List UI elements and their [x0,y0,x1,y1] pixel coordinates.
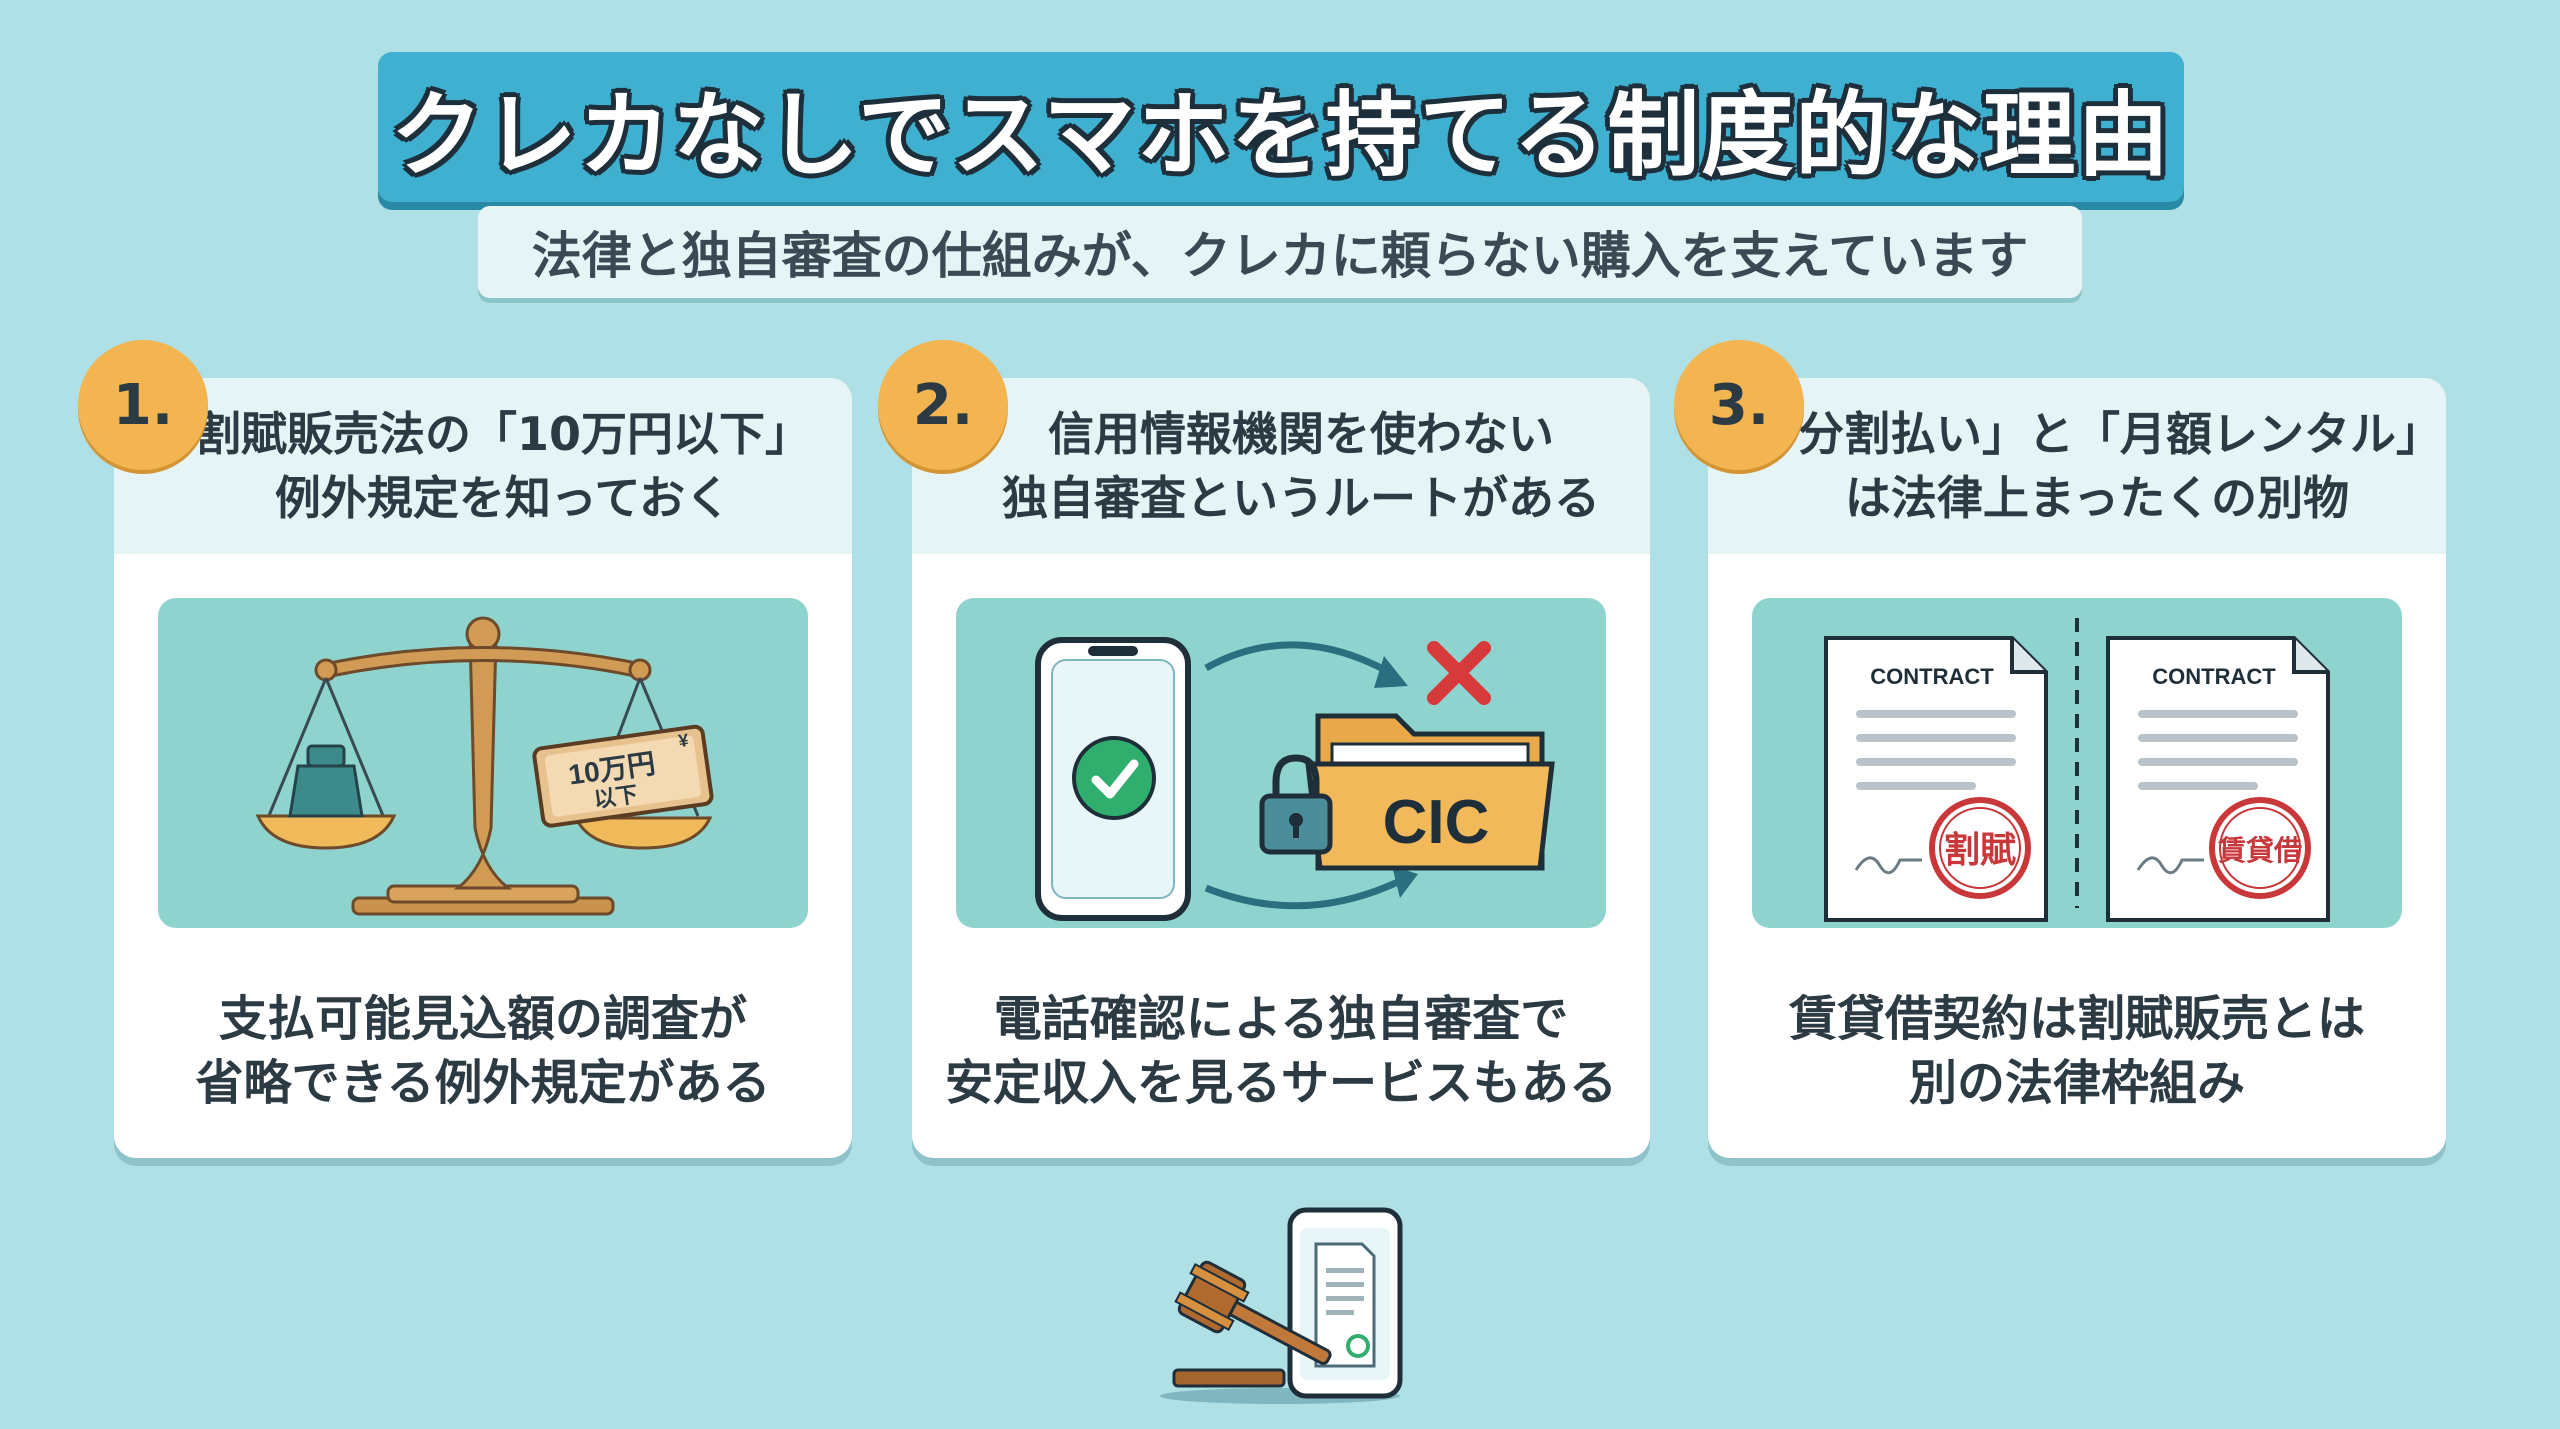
card-1-body: 支払可能見込額の調査が 省略できる例外規定がある [114,976,852,1126]
card-2-heading: 信用情報機関を使わない 独自審査というルートがある [912,378,1650,554]
right-contract-title: CONTRACT [2152,664,2276,689]
contract-documents-icon: CONTRACT 割賦 CONTRACT 賃貸借 [1752,598,2402,928]
card-1-body-line-1: 支払可能見込額の調査が [218,991,747,1047]
right-contract-stamp: 賃貸借 [2217,835,2302,866]
title-banner: クレカなしでスマホを持てる制度的な理由 [378,52,2184,202]
card-1-heading-line-2: 例外規定を知っておく [274,471,732,525]
subtitle-box: 法律と独自審査の仕組みが、クレカに頼らない購入を支えています [478,206,2082,298]
card-3-number-badge: 3. [1674,340,1804,470]
left-contract-title: CONTRACT [1870,664,1994,689]
card-3-heading: 「分割払い」と「月額レンタル」 は法律上まったくの別物 [1708,378,2446,554]
card-3-body-line-1: 賃貸借契約は割賦販売とは [1788,991,2365,1047]
page-subtitle: 法律と独自審査の仕組みが、クレカに頼らない購入を支えています [531,227,2029,285]
scale-tag-line-2: 以下 [592,781,639,812]
card-2-heading-line-1: 信用情報機関を使わない [1048,407,1554,461]
card-3-heading-line-1: 「分割払い」と「月額レンタル」 [1752,407,2442,461]
smartphone-check-icon: CIC [956,598,1606,928]
left-contract-stamp: 割賦 [1944,829,2016,870]
balance-scale-icon: 10万円 以下 ¥ [158,598,808,928]
card-3-body: 賃貸借契約は割賦販売とは 別の法律枠組み [1708,976,2446,1126]
card-2-body-line-1: 電話確認による独自審査で [993,991,1569,1047]
card-3: 「分割払い」と「月額レンタル」 は法律上まったくの別物 CONTRACT 割賦 … [1708,378,2446,1158]
card-1-body-line-2: 省略できる例外規定がある [195,1055,771,1111]
gavel-phone-icon [1140,1200,1420,1410]
card-3-body-line-2: 別の法律枠組み [1908,1055,2245,1111]
card-2-number-badge: 2. [878,340,1008,470]
card-2-heading-line-2: 独自審査というルートがある [1002,471,1600,525]
yen-symbol: ¥ [677,730,690,751]
card-3-heading-line-2: は法律上まったくの別物 [1844,471,2350,525]
card-2-body-line-2: 安定収入を見るサービスもある [944,1055,1617,1111]
card-1: 割賦販売法の「10万円以下」 例外規定を知っておく [114,378,852,1158]
card-2: 信用情報機関を使わない 独自審査というルートがある CIC [912,378,1650,1158]
card-1-heading: 割賦販売法の「10万円以下」 例外規定を知っておく [114,378,852,554]
card-1-heading-line-1: 割賦販売法の「10万円以下」 [194,407,811,461]
card-2-body: 電話確認による独自審査で 安定収入を見るサービスもある [912,976,1650,1126]
page-title: クレカなしでスマホを持てる制度的な理由 [390,81,2172,189]
card-1-number-badge: 1. [78,340,208,470]
cic-folder-label: CIC [1383,788,1490,857]
